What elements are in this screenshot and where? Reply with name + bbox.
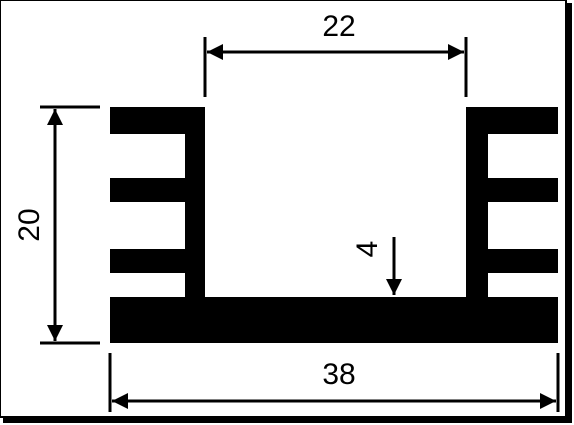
bottom-dimension bbox=[108, 353, 560, 412]
top-width-label: 22 bbox=[322, 10, 355, 43]
left-fin-2 bbox=[110, 178, 205, 202]
left-fin-1 bbox=[110, 107, 205, 134]
height-label: 20 bbox=[13, 208, 46, 241]
right-fin-4 bbox=[466, 320, 558, 343]
left-fin-4 bbox=[110, 320, 205, 343]
thickness-label: 4 bbox=[351, 241, 384, 258]
right-fin-3 bbox=[466, 249, 558, 273]
top-dimension bbox=[203, 37, 468, 97]
right-fin-1 bbox=[466, 107, 558, 134]
right-wall bbox=[466, 107, 488, 343]
left-fin-3 bbox=[110, 249, 205, 273]
height-dimension bbox=[40, 105, 100, 345]
heatsink-profile bbox=[110, 107, 558, 343]
left-wall bbox=[185, 107, 205, 343]
bottom-width-label: 38 bbox=[322, 358, 355, 391]
right-fin-2 bbox=[466, 178, 558, 202]
